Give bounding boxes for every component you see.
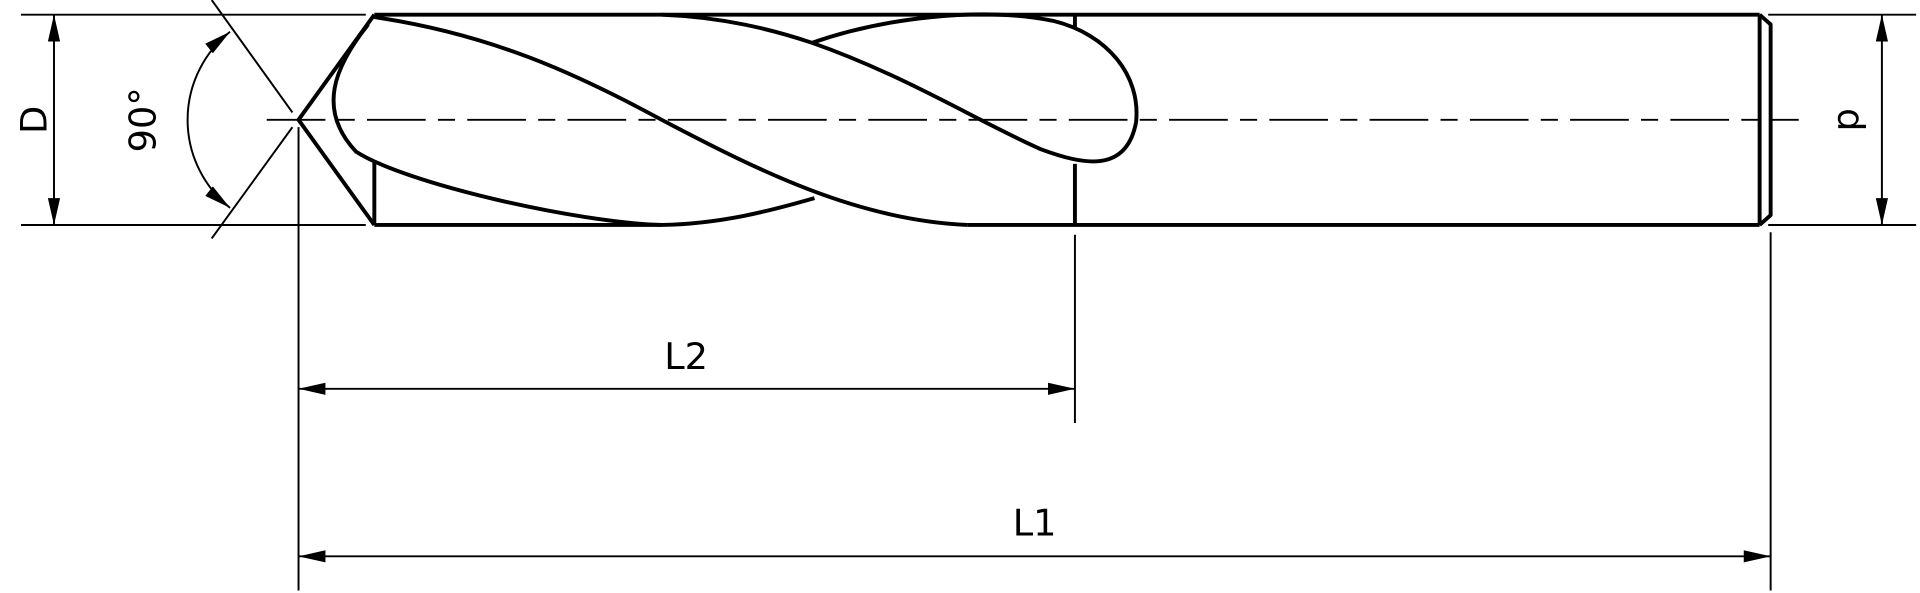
- diameter-label: D: [13, 106, 56, 134]
- overall-length-label: L1: [1013, 502, 1057, 545]
- extension-lines: [20, 0, 1917, 591]
- flute-length-label: L2: [664, 335, 708, 378]
- drill-outline: [296, 12, 1773, 227]
- point-angle-arc: [186, 31, 231, 209]
- shank-diameter-label: d: [1829, 108, 1872, 131]
- point-angle-label: 90°: [121, 87, 164, 152]
- flute-edges: [331, 12, 1139, 227]
